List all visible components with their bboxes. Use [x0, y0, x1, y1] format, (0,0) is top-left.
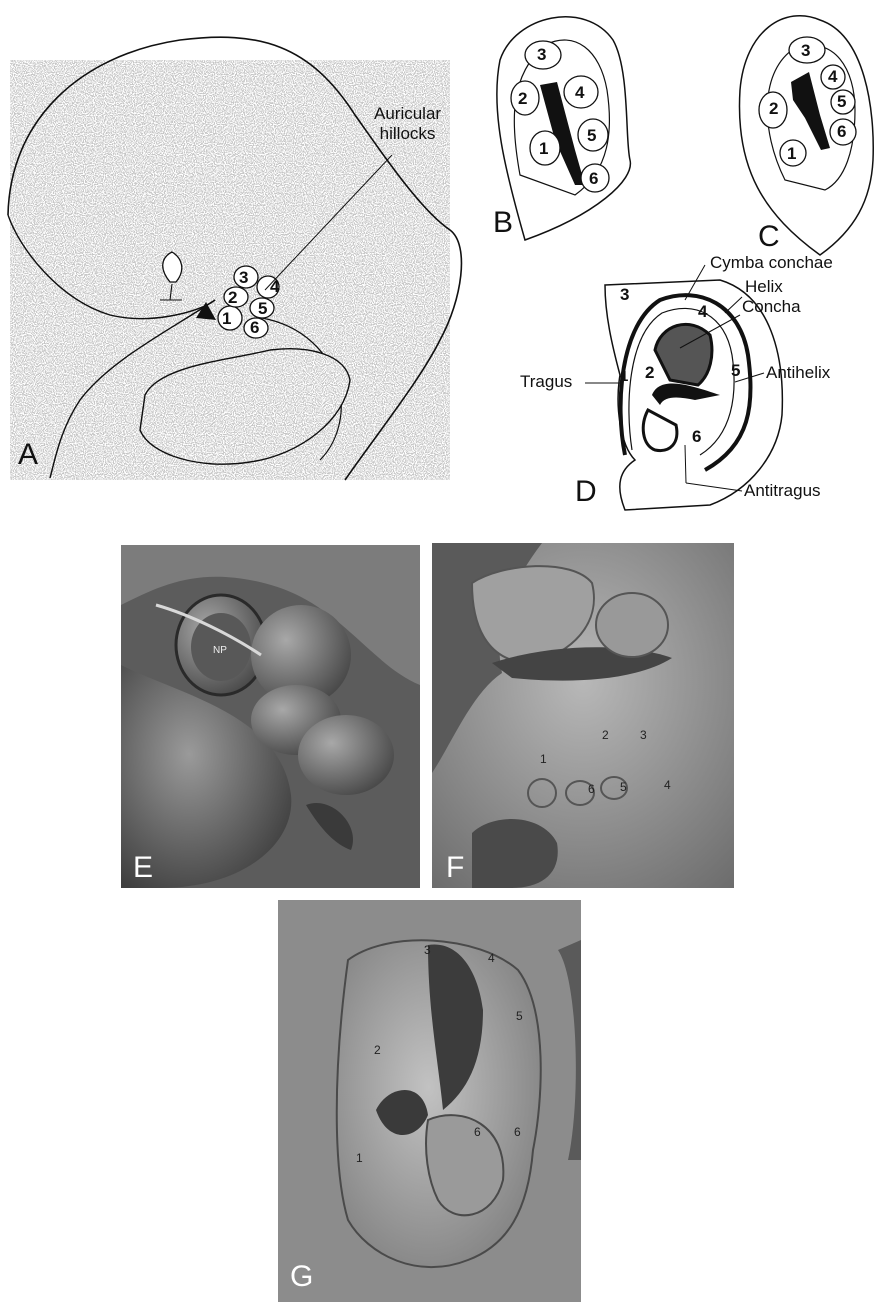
panel-label-f: F [446, 853, 464, 883]
panel-label-d: D [575, 477, 597, 507]
hillock-label: 3 [537, 45, 546, 64]
hillock-label: 1 [539, 139, 548, 158]
hillock-label: 3 [640, 728, 647, 742]
ear-drawing-c: 1 2 3 4 5 6 [725, 0, 885, 260]
hillock-label: 5 [620, 780, 627, 794]
sem-image-g: 1 2 3 4 5 6 6 [278, 900, 581, 1302]
panel-b: 1 2 3 4 5 6 B [485, 0, 640, 250]
panel-label-c: C [758, 222, 780, 252]
hillock-label: 2 [602, 728, 609, 742]
hillock-label: 5 [587, 126, 596, 145]
hillock-label: 1 [222, 309, 231, 328]
hillock-label: 4 [828, 67, 838, 86]
hillock-label: 6 [837, 122, 846, 141]
panel-f-photo: 1 2 3 4 5 6 F [432, 543, 734, 888]
sem-image-e: NP [121, 545, 420, 888]
hillock-label: 2 [518, 89, 527, 108]
hillock-label: 6 [588, 782, 595, 796]
hillock-label: 5 [516, 1009, 523, 1023]
hillock-label: 5 [837, 92, 846, 111]
panel-c: 1 2 3 4 5 6 C [725, 0, 885, 260]
hillock-label: 5 [731, 361, 740, 380]
sem-image-f: 1 2 3 4 5 6 [432, 543, 734, 888]
embryo-head-drawing: 1 2 3 4 5 6 [0, 0, 480, 500]
label-antitragus: Antitragus [744, 481, 821, 501]
hillock-label: 3 [239, 268, 248, 287]
panel-a: 1 2 3 4 5 6 Auricular hillocks A [0, 0, 480, 500]
panel-g-photo: 1 2 3 4 5 6 6 G [278, 900, 581, 1302]
hillock-label: 1 [540, 752, 547, 766]
hillock-label: 3 [620, 285, 629, 304]
hillock-label: 6 [692, 427, 701, 446]
hillock-label: 6 [474, 1125, 481, 1139]
label-concha: Concha [742, 297, 801, 317]
hillock-label: 1 [787, 144, 796, 163]
hillock-label: 2 [769, 99, 778, 118]
hillock-label: 6 [250, 318, 259, 337]
panel-label-b: B [493, 208, 513, 238]
tag-np: NP [213, 645, 227, 656]
hillock-label: 1 [356, 1151, 363, 1165]
label-antihelix: Antihelix [766, 363, 830, 383]
label-tragus: Tragus [520, 372, 572, 392]
hillock-label: 6 [514, 1125, 521, 1139]
hillock-label: 2 [374, 1043, 381, 1057]
panel-label-g: G [290, 1262, 313, 1292]
hillock-label: 6 [589, 169, 598, 188]
hillock-label: 2 [228, 288, 237, 307]
hillock-label: 1 [620, 368, 628, 385]
callout-auricular-hillocks: Auricular hillocks [374, 104, 441, 143]
panel-label-a: A [18, 440, 38, 470]
panel-label-e: E [133, 853, 153, 883]
panel-d: 1 2 3 4 5 6 Cymba conchae Helix Concha A… [520, 255, 887, 515]
hillock-label: 4 [488, 951, 495, 965]
hillock-label: 2 [645, 363, 654, 382]
label-cymba-conchae: Cymba conchae [710, 253, 833, 273]
hillock-label: 4 [575, 83, 585, 102]
hillock-label: 3 [424, 943, 431, 957]
hillock-label: 4 [664, 778, 671, 792]
label-helix: Helix [745, 277, 783, 297]
hillock-label: 5 [258, 299, 267, 318]
hillock-label: 3 [801, 41, 810, 60]
hillock-label: 4 [698, 302, 708, 321]
panel-e-photo: NP E [121, 545, 420, 888]
